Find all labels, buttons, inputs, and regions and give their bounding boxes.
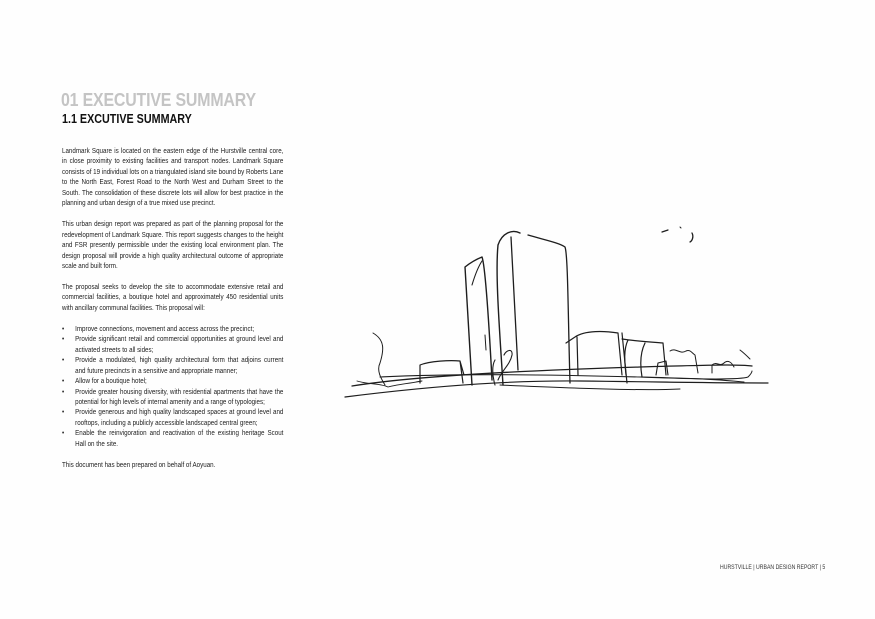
sketch-tree-right — [669, 349, 699, 374]
sketch-ground-line — [499, 384, 681, 391]
section-title: 01 EXECUTIVE SUMMARY — [61, 89, 256, 110]
sketch-ground-line — [639, 370, 753, 380]
bullet-item: Improve connections, movement and access… — [62, 324, 283, 335]
sketch-bird — [661, 229, 669, 233]
sketch-bird — [679, 226, 682, 229]
paragraph-intro: Landmark Square is located on the easter… — [62, 146, 284, 208]
sketch-ground-line — [379, 374, 745, 383]
subsection-title: 1.1 EXCUTIVE SUMMARY — [62, 112, 192, 126]
bullet-item: Provide greater housing diversity, with … — [62, 387, 283, 408]
closing-statement: This document has been prepared on behal… — [62, 459, 216, 469]
sketch-ground-line — [344, 380, 769, 398]
sketch-midrise — [621, 338, 667, 378]
bullet-item: Allow for a boutique hotel; — [62, 376, 283, 387]
sketch-tower-tall — [510, 236, 519, 371]
bullet-item: Provide generous and high quality landsc… — [62, 407, 283, 428]
page-footer: HURSTVILLE | URBAN DESIGN REPORT | 5 — [720, 564, 826, 571]
sketch-tree-right — [711, 360, 735, 374]
sketch-tower-slim-detail — [484, 334, 487, 351]
sketch-tower-slim — [464, 256, 493, 386]
sketch-tower-wide — [527, 234, 571, 384]
sketch-tower-tall-detail — [492, 349, 513, 386]
sketch-ground-line — [351, 364, 753, 387]
body-text: Landmark Square is located on the easter… — [62, 146, 283, 481]
paragraph-proposal: The proposal seeks to develop the site t… — [62, 281, 284, 312]
sketch-tree — [372, 332, 386, 386]
sketch-small-building — [655, 360, 669, 376]
sketch-tree-right — [739, 349, 751, 360]
paragraph-purpose: This urban design report was prepared as… — [62, 219, 284, 271]
proposal-bullet-list: Improve connections, movement and access… — [62, 324, 283, 449]
bullet-item: Provide a modulated, high quality archit… — [62, 355, 283, 376]
skyline-sketch — [344, 226, 769, 398]
bullet-item: Enable the reinvigoration and reactivati… — [62, 428, 283, 449]
sketch-podium — [419, 360, 465, 384]
sketch-tree — [356, 380, 423, 388]
sketch-tower-tall — [496, 230, 521, 386]
sketch-bird — [689, 232, 694, 243]
sketch-tower-slim-detail — [471, 260, 483, 286]
bullet-item: Provide significant retail and commercia… — [62, 334, 283, 355]
